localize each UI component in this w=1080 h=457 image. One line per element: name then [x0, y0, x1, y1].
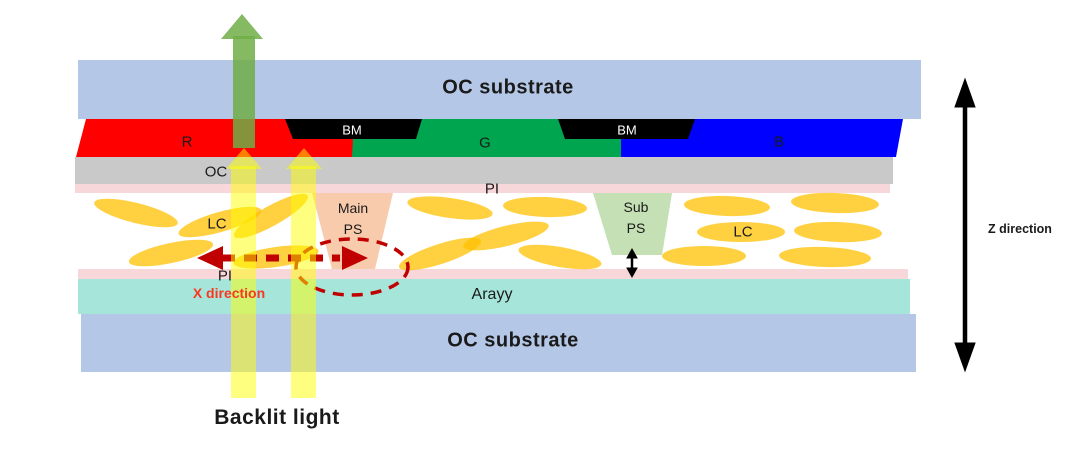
sub-ps-gap-arrow [626, 247, 638, 279]
exit-arrow-head [221, 14, 263, 39]
lc-left-label: LC [207, 215, 227, 233]
pi-bottom-label: PI [217, 267, 233, 285]
x-direction-label: X direction [192, 285, 266, 301]
lc-molecule [94, 198, 178, 228]
lc-molecule [503, 196, 587, 218]
bottom-oc-substrate-layer [81, 314, 916, 372]
lc-molecule [463, 221, 549, 251]
black-matrix-left-label: BM [342, 122, 362, 138]
top-substrate-label: OC substrate [442, 76, 574, 99]
top-oc-substrate-layer [78, 60, 921, 119]
beam-left-shaft [231, 166, 256, 398]
pi-top-layer [75, 184, 890, 193]
bottom-substrate-label: OC substrate [447, 329, 579, 352]
main-ps-label: Main PS [338, 198, 368, 240]
main-ps-label-line1: Main [337, 200, 369, 216]
z-arrow-top-head [954, 77, 976, 108]
main-ps-spacer [312, 193, 393, 269]
lc-molecule [697, 222, 785, 242]
main-ps-label-line2: PS [343, 221, 363, 237]
beam-right-shaft [291, 166, 316, 398]
z-direction-label: Z direction [988, 222, 1052, 236]
lc-molecule [779, 246, 871, 268]
black-matrix-right [558, 119, 695, 139]
array-layer [78, 279, 910, 314]
black-matrix-left [285, 119, 422, 139]
sub-ps-spacer [593, 193, 672, 255]
lc-molecule [662, 246, 746, 266]
red-filter-label: R [181, 133, 193, 151]
x-arrow-right-head [342, 246, 368, 270]
lc-molecule [407, 196, 493, 220]
array-label: Arayy [471, 286, 513, 303]
lc-molecule [791, 192, 879, 214]
x-direction-arrow [197, 246, 368, 270]
sub-ps-label-line2: PS [626, 220, 646, 236]
gap-arrow-top-head [626, 247, 638, 259]
black-matrix-right-label: BM [617, 122, 637, 138]
blue-filter-label: B [773, 133, 785, 151]
gap-arrow-bottom-head [626, 267, 638, 279]
sub-ps-label-line1: Sub [623, 199, 649, 215]
lc-right-label: LC [733, 223, 753, 241]
exit-light-arrow [221, 14, 263, 148]
lc-molecule [518, 244, 602, 270]
z-direction-arrow [954, 77, 976, 373]
overcoat-label: OC [204, 163, 228, 181]
pi-bottom-layer [78, 269, 908, 279]
x-arrow-left-head [197, 246, 223, 270]
sub-ps-label: Sub PS [624, 197, 649, 239]
lc-molecule [794, 221, 882, 243]
pi-top-label: PI [484, 180, 500, 198]
lc-molecule [398, 237, 482, 271]
z-arrow-bottom-head [954, 342, 976, 373]
backlight-beams [226, 148, 322, 398]
lc-molecule [684, 195, 770, 217]
overcoat-layer [75, 157, 893, 184]
green-filter-label: G [479, 134, 491, 152]
backlit-light-label: Backlit light [214, 406, 340, 429]
exit-arrow-shaft [233, 36, 255, 148]
beam-right-head [286, 148, 322, 169]
lc-molecule [128, 239, 214, 267]
beam-left-head [226, 148, 262, 169]
